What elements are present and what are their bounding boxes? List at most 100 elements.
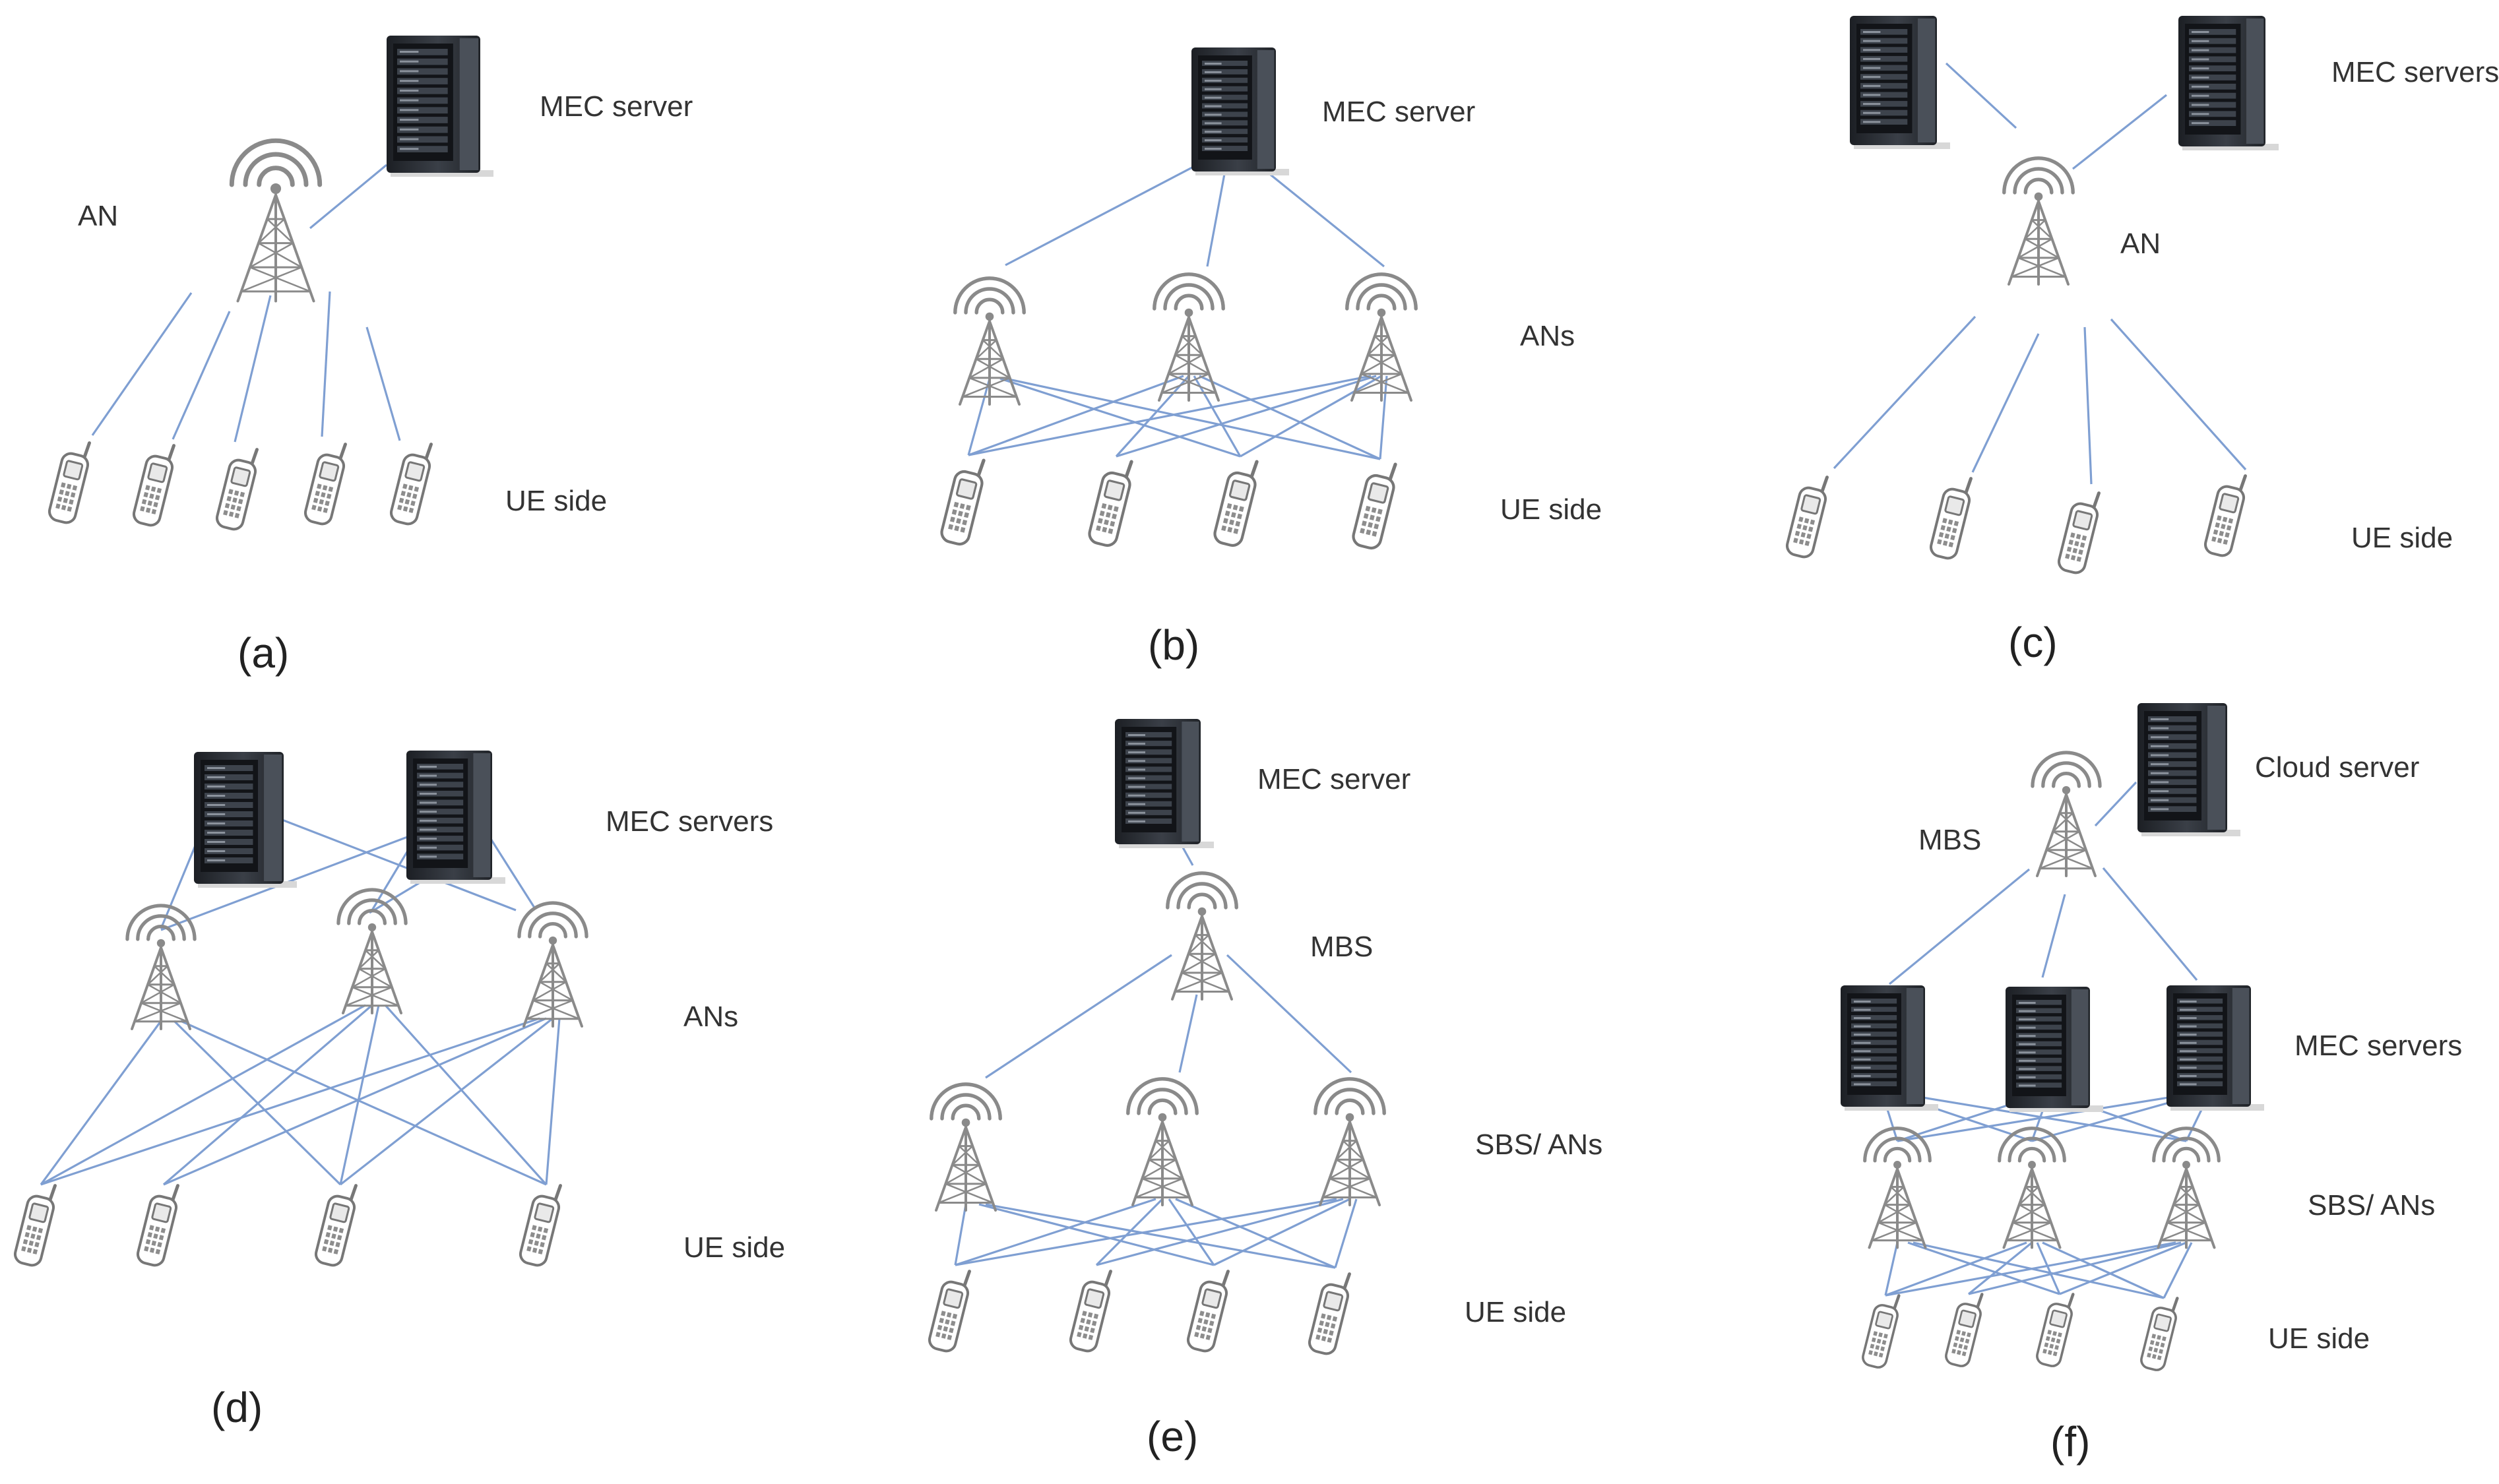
link-line <box>1206 173 1226 267</box>
link-line <box>1884 1242 1899 1296</box>
panel-f-server-label: MEC servers <box>2294 1030 2462 1062</box>
panel-b-phone-icon <box>1088 460 1133 547</box>
panel-b-phone-icon <box>940 458 986 546</box>
panel-f-cloud-label: Cloud server <box>2255 751 2419 784</box>
panel-e-server-label: MEC server <box>1257 763 1410 795</box>
panel-c-server-icon <box>2178 16 2279 150</box>
link-line <box>1226 954 1352 1074</box>
panel-f-phone-icon <box>1862 1294 1901 1369</box>
link-line <box>1885 1241 2176 1297</box>
link-line <box>954 1204 967 1266</box>
panel-b-ue-label: UE side <box>1500 493 1602 526</box>
link-line <box>340 1017 554 1186</box>
link-line <box>2163 1242 2193 1299</box>
link-line <box>2059 1241 2187 1295</box>
link-line <box>1199 375 1381 460</box>
link-line <box>1888 868 2031 985</box>
panel-f-ue-label: UE side <box>2268 1322 2370 1355</box>
link-line <box>321 291 331 437</box>
link-line <box>1005 160 1205 266</box>
panel-e-phone-icon <box>1069 1270 1112 1353</box>
panel-e-antenna-icon <box>1166 871 1238 1001</box>
link-line <box>490 838 536 908</box>
link-line <box>978 1203 1215 1266</box>
link-line <box>180 1020 547 1186</box>
panel-b-phone-icon <box>1352 462 1397 550</box>
panel-f-antenna-icon <box>1863 1127 1932 1249</box>
link-line <box>1833 315 1977 470</box>
link-line <box>2094 781 2137 827</box>
panel-d-server-icon <box>406 751 505 884</box>
link-line <box>1116 375 1377 458</box>
link-line <box>1115 375 1190 458</box>
link-line <box>2102 867 2198 981</box>
link-line <box>1240 375 1382 458</box>
link-line <box>1897 1094 2186 1142</box>
panel-c-caption: (c) <box>2008 619 2058 666</box>
panel-a-phone-icon <box>132 444 175 527</box>
panel-f: Cloud server MBS MEC servers SBS/ ANs UE… <box>1918 751 2462 1466</box>
panel-b-server-label: MEC server <box>1322 96 1475 128</box>
link-line <box>1168 1198 1215 1266</box>
panel-e-caption: (e) <box>1147 1413 1198 1460</box>
panel-e-phone-icon <box>1186 1270 1230 1353</box>
panel-b-antenna-icon <box>953 276 1026 406</box>
panel-f-antenna-icon <box>2152 1127 2221 1249</box>
panel-c-ue-label: UE side <box>2351 522 2453 554</box>
link-line <box>1252 160 1385 268</box>
link-line <box>2083 326 2093 485</box>
panel-a-phone-icon <box>215 448 259 531</box>
panel-f-antenna-icon <box>1998 1127 2066 1249</box>
panel-d-an-label: ANs <box>683 1001 738 1033</box>
panel-f-cloud-server-icon <box>2137 703 2240 836</box>
panel-d-server-label: MEC servers <box>606 805 773 838</box>
link-line <box>1213 1198 1350 1266</box>
panel-d-phone-icon <box>13 1184 57 1267</box>
panel-a-server-label: MEC server <box>540 90 693 123</box>
link-line <box>309 164 388 230</box>
link-line <box>968 375 1372 456</box>
link-line <box>967 378 991 456</box>
link-line <box>1913 1241 2165 1299</box>
panel-f-server-icon <box>1841 985 1938 1111</box>
link-line <box>1885 1241 2027 1297</box>
panel-f-server-icon <box>2006 987 2103 1112</box>
panel-c: MEC servers AN UE side (c) <box>2008 56 2499 666</box>
link-line <box>1971 333 2040 473</box>
link-line <box>91 292 193 436</box>
link-line <box>40 1004 366 1186</box>
panel-c-phone-icon <box>1785 476 1829 559</box>
panel-e-ue-label: UE side <box>1465 1296 1566 1328</box>
panel-f-phone-icon <box>2140 1297 2179 1371</box>
link-line <box>999 377 1241 458</box>
panel-d-antenna-icon <box>336 888 408 1014</box>
panel-f-caption: (f) <box>2050 1418 2090 1466</box>
link-line <box>545 1018 561 1185</box>
panel-b-phone-icon <box>1213 460 1259 547</box>
panel-b-antenna-icon <box>1345 272 1418 402</box>
panel-a-an-label: AN <box>78 200 118 232</box>
link-line <box>2036 1242 2061 1295</box>
panel-c-antenna-icon <box>2002 156 2075 286</box>
link-line <box>1178 994 1198 1073</box>
panel-a-ue-label: UE side <box>505 485 607 517</box>
link-line <box>2072 94 2167 170</box>
link-line <box>1945 62 2017 129</box>
panel-e-antenna-icon <box>930 1082 1002 1212</box>
panel-d-server-icon <box>194 752 297 888</box>
panel-e: MEC server MBS SBS/ ANs UE side (e) <box>1147 763 1602 1460</box>
panel-d-caption: (d) <box>211 1384 263 1431</box>
link-line <box>1095 1198 1164 1266</box>
link-line <box>1967 1241 2033 1295</box>
panel-b-an-label: ANs <box>1520 320 1575 352</box>
link-line <box>365 326 401 441</box>
panel-a: MEC server AN UE side (a) <box>78 90 693 677</box>
link-line <box>1334 1198 1358 1268</box>
panel-e-sbs-label: SBS/ ANs <box>1475 1128 1602 1161</box>
link-line <box>1379 375 1388 460</box>
panel-b-antenna-icon <box>1153 272 1225 402</box>
panel-f-sbs-label: SBS/ ANs <box>2308 1189 2435 1221</box>
panel-f-server-icon <box>2167 985 2264 1111</box>
link-line <box>2042 1241 2165 1299</box>
